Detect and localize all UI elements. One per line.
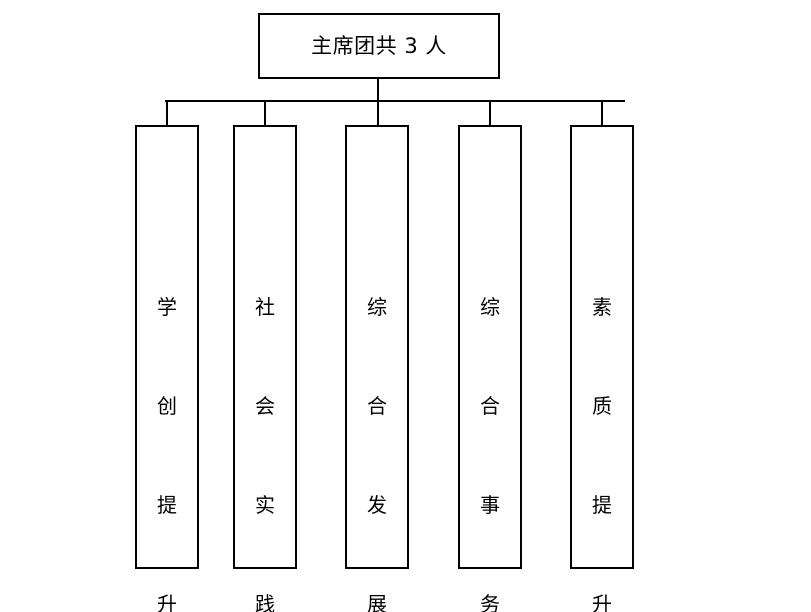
dept-node-3[interactable]: 综 合 发 展 部 共 2 人 <box>345 125 409 612</box>
dept-1-char-4: 升 <box>157 592 177 612</box>
root-node-presidium[interactable]: 主席团共 3 人 <box>258 13 500 79</box>
dept-label-3: 综 合 发 展 部 共 2 人 <box>347 225 407 612</box>
connector-drop-2 <box>264 100 266 125</box>
dept-5-char-1: 素 <box>592 295 612 319</box>
dept-node-5[interactable]: 素 质 提 升 部 共 2 人 <box>570 125 634 612</box>
dept-label-5: 素 质 提 升 部 共 2 人 <box>572 225 632 612</box>
dept-3-char-4: 展 <box>367 592 387 612</box>
dept-node-1[interactable]: 学 创 提 升 部 共 2 人 <box>135 125 199 612</box>
dept-3-char-3: 发 <box>367 493 387 517</box>
dept-4-char-2: 合 <box>480 394 500 418</box>
connector-drop-1 <box>166 100 168 125</box>
connector-drop-5 <box>601 100 603 125</box>
dept-4-char-3: 事 <box>480 493 500 517</box>
root-node-label: 主席团共 3 人 <box>311 33 447 58</box>
connector-drop-4 <box>489 100 491 125</box>
dept-4-char-4: 务 <box>480 592 500 612</box>
dept-3-char-1: 综 <box>367 295 387 319</box>
dept-1-char-2: 创 <box>157 394 177 418</box>
dept-4-char-1: 综 <box>480 295 500 319</box>
dept-5-char-3: 提 <box>592 493 612 517</box>
dept-label-1: 学 创 提 升 部 共 2 人 <box>137 225 197 612</box>
dept-label-4: 综 合 事 务 部 共 2 人 <box>460 225 520 612</box>
connector-drop-3 <box>377 100 379 125</box>
dept-2-char-2: 会 <box>255 394 275 418</box>
dept-5-char-4: 升 <box>592 592 612 612</box>
dept-2-char-1: 社 <box>255 295 275 319</box>
dept-5-char-2: 质 <box>592 394 612 418</box>
dept-label-2: 社 会 实 践 部 共 2 人 <box>235 225 295 612</box>
connector-horizontal-bus <box>165 100 625 102</box>
dept-node-4[interactable]: 综 合 事 务 部 共 2 人 <box>458 125 522 612</box>
dept-2-char-3: 实 <box>255 493 275 517</box>
dept-2-char-4: 践 <box>255 592 275 612</box>
connector-root-stem <box>377 79 379 102</box>
dept-1-char-1: 学 <box>157 295 177 319</box>
dept-node-2[interactable]: 社 会 实 践 部 共 2 人 <box>233 125 297 612</box>
dept-3-char-2: 合 <box>367 394 387 418</box>
dept-1-char-3: 提 <box>157 493 177 517</box>
